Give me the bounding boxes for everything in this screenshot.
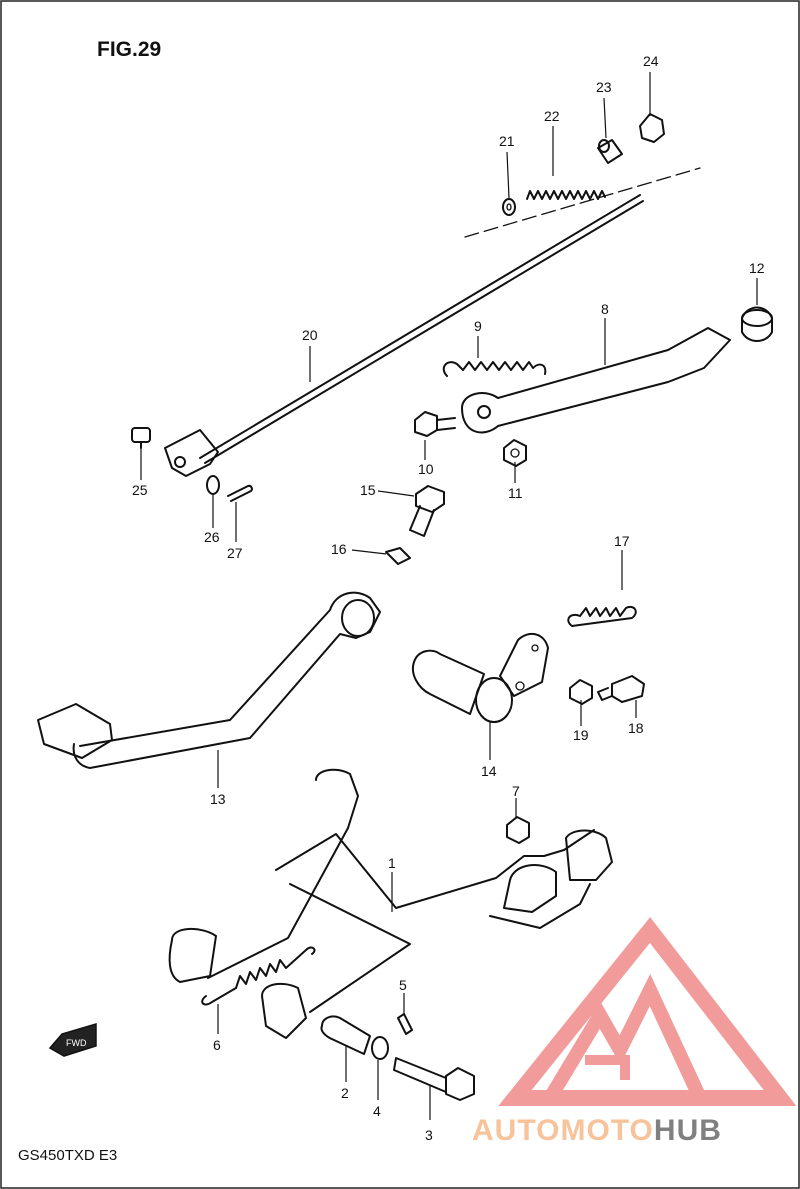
- figure-title: FIG.29: [97, 38, 161, 61]
- callout-3: 3: [425, 1127, 433, 1143]
- part-27-cotter: [227, 484, 253, 502]
- callout-2: 2: [341, 1085, 349, 1101]
- part-14-shaft: [412, 632, 549, 723]
- part-9-spring: [442, 361, 547, 377]
- callout-15: 15: [360, 482, 376, 498]
- part-25-pin: [131, 427, 151, 449]
- part-16-clip: [385, 547, 411, 565]
- part-6-spring: [201, 946, 316, 1006]
- callout-5: 5: [399, 977, 407, 993]
- part-3-bolt: [393, 1057, 475, 1101]
- callout-1: 1: [388, 855, 396, 871]
- callouts: 24 23 22 21 12 8 9 20 10 11 25 26: [132, 53, 765, 1143]
- callout-12: 12: [749, 260, 765, 276]
- callout-26: 26: [204, 529, 220, 545]
- callout-24: 24: [643, 53, 659, 69]
- fwd-label: FWD: [66, 1038, 87, 1048]
- part-12-bush: [741, 306, 773, 342]
- part-5-pin: [397, 1013, 413, 1035]
- callout-25: 25: [132, 482, 148, 498]
- part-17-spring: [567, 606, 637, 627]
- automotohub-logo: AUTOMOTOHUB: [472, 917, 797, 1147]
- logo-text-part2: HUB: [654, 1114, 722, 1147]
- part-11-nut: [503, 439, 527, 467]
- part-8-lever: [461, 327, 731, 434]
- part-10-bolt: [414, 411, 456, 437]
- callout-27: 27: [227, 545, 243, 561]
- callout-22: 22: [544, 108, 560, 124]
- guide-line: [464, 167, 701, 238]
- part-18-bolt: [597, 675, 645, 703]
- logo-wordmark: AUTOMOTOHUB: [472, 1114, 722, 1147]
- part-1-main-stand: [168, 768, 613, 1039]
- callout-18: 18: [628, 720, 644, 736]
- callout-20: 20: [302, 327, 318, 343]
- callout-9: 9: [474, 318, 482, 334]
- part-2-collar: [320, 1015, 371, 1055]
- callout-16: 16: [331, 541, 347, 557]
- callout-17: 17: [614, 533, 630, 549]
- part-4-washer: [371, 1036, 389, 1060]
- part-24-nut: [639, 113, 665, 143]
- model-code: GS450TXD E3: [18, 1147, 117, 1164]
- part-23-collar: [597, 139, 623, 164]
- callout-13: 13: [210, 791, 226, 807]
- part-22-spring: [526, 190, 606, 200]
- part-20-rod: [164, 194, 644, 477]
- callout-21: 21: [499, 133, 515, 149]
- callout-7: 7: [512, 783, 520, 799]
- fwd-arrow-icon: FWD: [48, 1022, 97, 1057]
- callout-14: 14: [481, 763, 497, 779]
- logo-text-part1: AUTOMOTO: [472, 1114, 654, 1147]
- part-13-brake-pedal: [37, 591, 381, 769]
- callout-19: 19: [573, 727, 589, 743]
- callout-8: 8: [601, 301, 609, 317]
- callout-4: 4: [373, 1103, 381, 1119]
- callout-10: 10: [418, 461, 434, 477]
- part-15-bolt: [409, 485, 445, 537]
- callout-11: 11: [508, 485, 523, 501]
- part-21-washer: [502, 198, 516, 216]
- part-19-nut: [569, 679, 593, 705]
- callout-6: 6: [213, 1037, 221, 1053]
- callout-23: 23: [596, 79, 612, 95]
- part-7-nut: [506, 816, 530, 844]
- part-26-washer: [206, 475, 220, 495]
